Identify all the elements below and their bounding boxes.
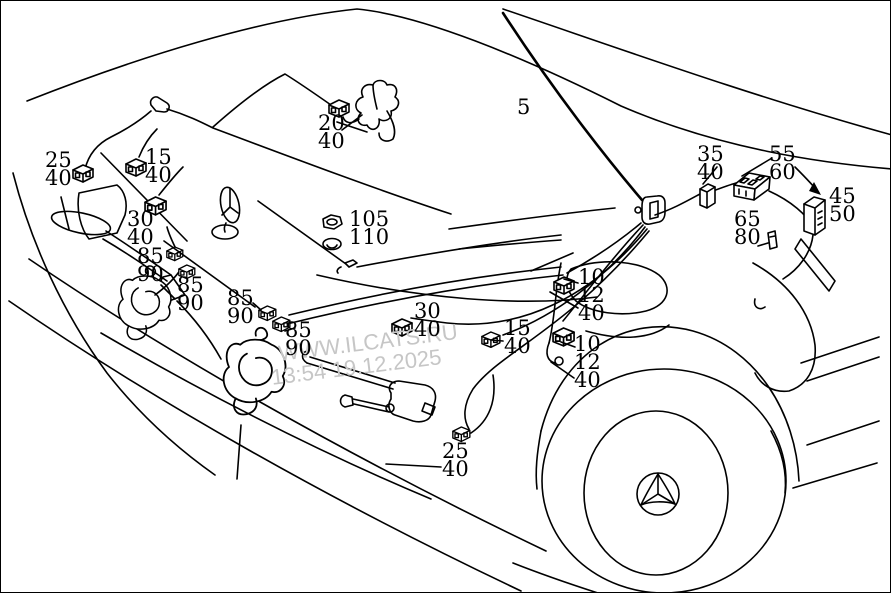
callout-line: 15 — [145, 145, 172, 169]
callout-15-40-hood-left[interactable]: 15 40 — [145, 145, 172, 187]
callout-85-90-b[interactable]: 85 90 — [177, 273, 204, 315]
callout-85-90-d[interactable]: 85 90 — [285, 318, 312, 360]
callout-line: 45 — [829, 184, 856, 208]
callout-line: 90 — [285, 336, 312, 360]
callout-line: 55 — [769, 142, 796, 166]
callout-45-50-right-fender[interactable]: 45 50 — [829, 184, 856, 226]
grommet-icon — [322, 237, 342, 251]
callout-55-60-fuse-box[interactable]: 55 60 — [769, 142, 796, 184]
actuator-icon — [301, 350, 437, 423]
callout-line: 12 — [578, 283, 605, 307]
callout-line: 15 — [504, 316, 531, 340]
connector-icon — [125, 158, 147, 177]
callout-line: 5 — [517, 95, 531, 119]
firewall-grommet-icon — [634, 195, 666, 225]
callout-line: 25 — [45, 148, 72, 172]
callout-5-main-harness[interactable]: 5 — [517, 95, 531, 119]
callout-line: 20 — [318, 111, 345, 135]
callout-30-40-engine-bay[interactable]: 30 40 — [414, 299, 441, 341]
connector-icons — [72, 99, 826, 443]
callout-85-90-c[interactable]: 85 90 — [227, 286, 254, 328]
callout-line: 105 — [349, 207, 390, 231]
callout-line: 30 — [414, 299, 441, 323]
callout-line: 40 — [442, 457, 469, 481]
connector-icon — [258, 305, 277, 322]
callout-line: 90 — [227, 304, 254, 328]
callout-105-110[interactable]: 105 110 — [349, 207, 390, 249]
fuse-box-icon — [733, 172, 771, 201]
connector-icon — [803, 196, 826, 236]
callout-10-12-40-b[interactable]: 10 12 40 — [574, 332, 601, 392]
callout-25-40-bumper[interactable]: 25 40 — [442, 439, 469, 481]
callout-line: 90 — [137, 262, 164, 286]
callout-line: 10 — [574, 332, 601, 356]
callout-line: 40 — [318, 129, 345, 153]
leader-lines — [60, 114, 821, 468]
callout-line: 90 — [177, 291, 204, 315]
callout-15-40-center[interactable]: 15 40 — [504, 316, 531, 358]
headlamp-icon — [77, 184, 127, 240]
siren-icon — [342, 79, 400, 142]
callout-line: 50 — [829, 202, 856, 226]
callout-85-90-a[interactable]: 85 90 — [137, 244, 164, 286]
callout-20-40-siren[interactable]: 20 40 — [318, 111, 345, 153]
connector-icon — [699, 183, 716, 209]
callout-line: 60 — [769, 160, 796, 184]
callout-line: 12 — [574, 350, 601, 374]
hood-star-ornament-icon — [211, 186, 241, 240]
callout-line: 85 — [177, 273, 204, 297]
callout-line: 25 — [442, 439, 469, 463]
callout-line: 40 — [578, 301, 605, 325]
callout-line: 35 — [697, 142, 724, 166]
connector-icon — [72, 164, 94, 183]
callout-line: 40 — [504, 334, 531, 358]
callout-line: 85 — [137, 244, 164, 268]
connector-icon — [767, 230, 778, 250]
callout-10-12-40-a[interactable]: 10 12 40 — [578, 265, 605, 325]
callout-30-40-left-fender[interactable]: 30 40 — [127, 207, 154, 249]
callout-line: 10 — [578, 265, 605, 289]
callout-line: 40 — [45, 166, 72, 190]
callout-line: 110 — [349, 225, 390, 249]
front-wheel — [541, 368, 787, 592]
callout-line: 85 — [285, 318, 312, 342]
callout-line: 80 — [734, 225, 761, 249]
callout-line: 30 — [127, 207, 154, 231]
callout-25-40-front-left[interactable]: 25 40 — [45, 148, 72, 190]
callout-line: 40 — [574, 368, 601, 392]
callout-65-80-clip[interactable]: 65 80 — [734, 207, 761, 249]
cable-clip-icon — [336, 259, 358, 274]
wheel-hub-star-icon — [636, 472, 680, 516]
callout-line: 85 — [227, 286, 254, 310]
callout-line: 40 — [127, 225, 154, 249]
nut-icon — [322, 214, 343, 230]
wiring-harness-lines — [84, 11, 814, 434]
callout-line: 40 — [145, 163, 172, 187]
callout-line: 40 — [697, 160, 724, 184]
callout-35-40-bulkhead[interactable]: 35 40 — [697, 142, 724, 184]
hood-clip-icon — [149, 96, 170, 113]
car-body-outline — [8, 8, 890, 592]
callout-line: 40 — [414, 317, 441, 341]
callout-line: 65 — [734, 207, 761, 231]
